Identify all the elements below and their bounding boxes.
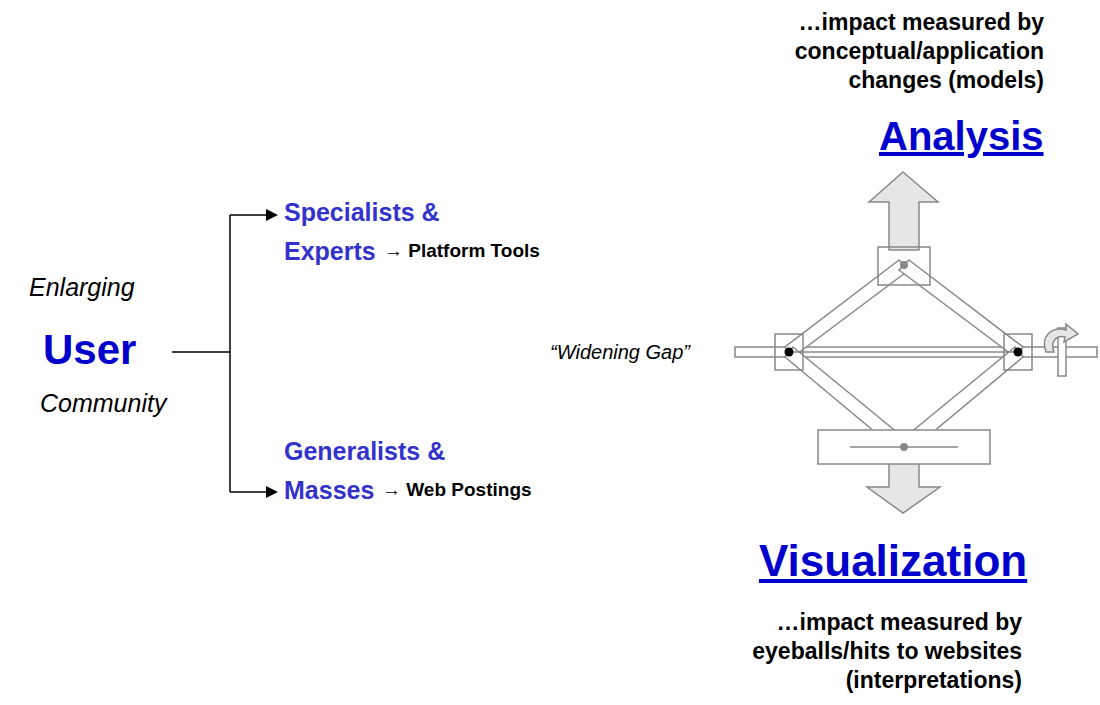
user-caption: Enlarging	[29, 272, 135, 302]
user-caption: Community	[40, 388, 166, 418]
axis-title: Visualization	[759, 535, 1027, 588]
impact-note: …impact measured by conceptual/applicati…	[714, 8, 1044, 94]
tool-note: → Platform Tools	[384, 240, 540, 263]
tool-note: → Web Postings	[382, 479, 532, 502]
impact-note: …impact measured by eyeballs/hits to web…	[702, 608, 1022, 694]
gap-note: “Widening Gap”	[550, 340, 690, 364]
axis-title: Analysis	[879, 112, 1044, 160]
user-title: User	[43, 325, 136, 375]
